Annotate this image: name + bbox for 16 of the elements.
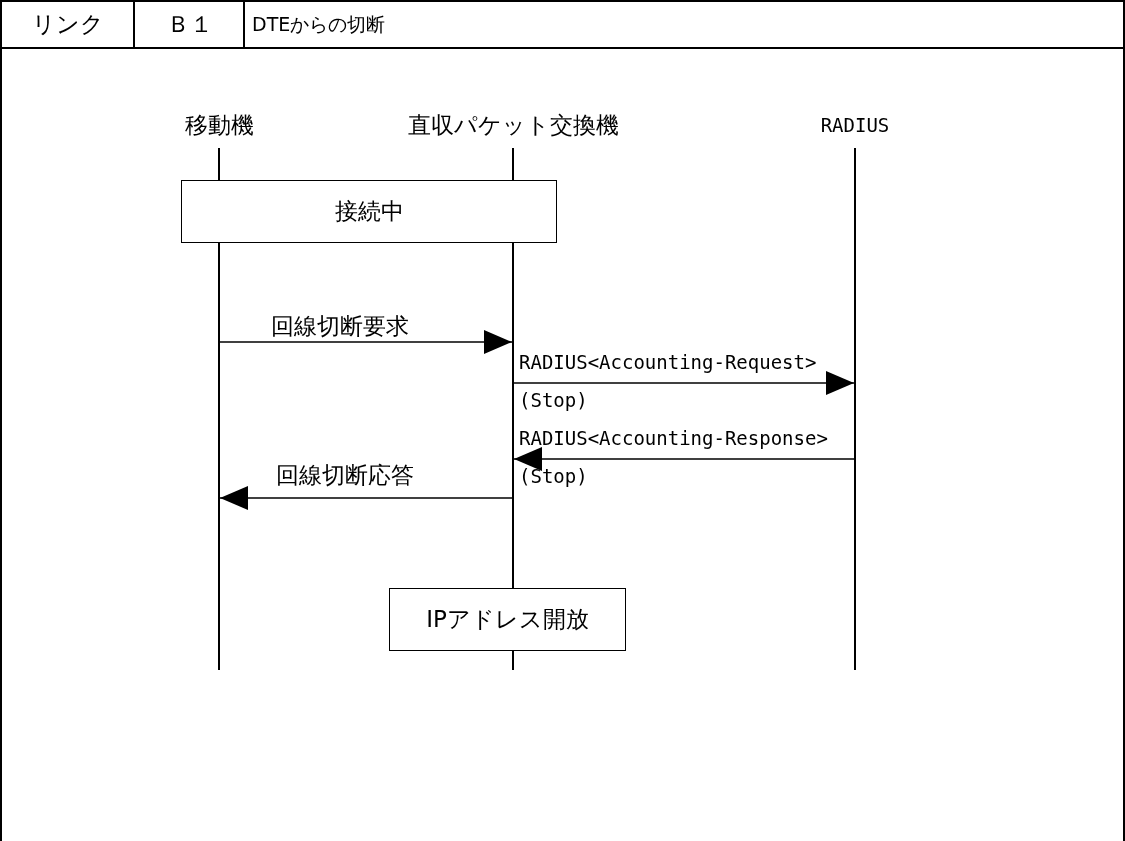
header-label: Ｂ１ — [165, 10, 214, 39]
header-label: リンク — [30, 10, 105, 39]
message-label: 回線切断要求 — [270, 313, 410, 339]
message-label: RADIUS<Accounting-Request> (Stop) — [519, 350, 818, 413]
message-label: 回線切断応答 — [275, 462, 415, 488]
state-box: IPアドレス開放 — [389, 588, 626, 651]
message-arrow — [513, 447, 855, 471]
message-arrow — [219, 486, 513, 510]
lifeline — [854, 148, 856, 670]
participant-label: 直収パケット交換機 — [406, 111, 620, 140]
message-arrow — [513, 371, 855, 395]
message-arrow — [219, 330, 513, 354]
header-title: DTEからの切断 — [252, 12, 387, 37]
state-box: 接続中 — [181, 180, 557, 243]
participant-label: RADIUS — [819, 113, 891, 138]
message-label: RADIUS<Accounting-Response> (Stop) — [519, 426, 829, 489]
